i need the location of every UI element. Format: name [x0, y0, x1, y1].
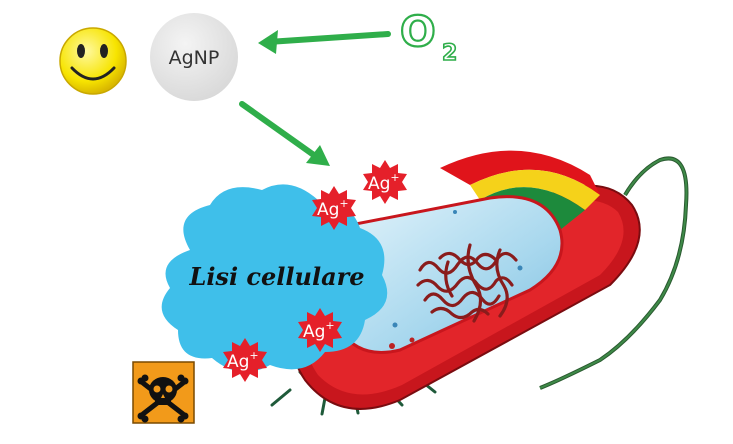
- arrow-agnp-to-bacterium: [239, 101, 330, 166]
- silver-ion-burst-2: Ag+: [312, 186, 356, 230]
- oxygen-label: O: [400, 7, 436, 56]
- silver-ion-burst-3: Ag+: [298, 308, 342, 352]
- silver-nanoparticle: AgNP: [150, 13, 238, 101]
- bacterium-cell: [270, 150, 689, 416]
- silver-ion-burst-1: Ag+: [363, 160, 407, 204]
- toxic-skull-icon: [132, 361, 195, 424]
- ion-charge: +: [325, 319, 334, 332]
- ion-label: Ag: [317, 200, 339, 220]
- arrow-oxygen-to-agnp: [258, 30, 391, 54]
- svg-text:Ag+: Ag+: [317, 197, 349, 220]
- ion-label: Ag: [303, 322, 325, 342]
- svg-text:Ag+: Ag+: [303, 319, 335, 342]
- oxygen-label-group: O 2: [399, 6, 458, 67]
- nanoparticle-label: AgNP: [169, 47, 220, 69]
- svg-text:Ag+: Ag+: [227, 349, 259, 372]
- ion-label: Ag: [227, 352, 249, 372]
- silver-ion-burst-4: Ag+: [223, 338, 267, 382]
- ion-charge: +: [390, 171, 399, 184]
- dna-nucleoid: [416, 243, 518, 323]
- ion-charge: +: [249, 349, 258, 362]
- svg-text:Ag+: Ag+: [368, 171, 400, 194]
- lysis-label: Lisi cellulare: [188, 262, 364, 291]
- ion-charge: +: [339, 197, 348, 210]
- oxygen-subscript: 2: [442, 41, 457, 66]
- ion-label: Ag: [368, 174, 390, 194]
- smiley-face-icon: [59, 27, 127, 95]
